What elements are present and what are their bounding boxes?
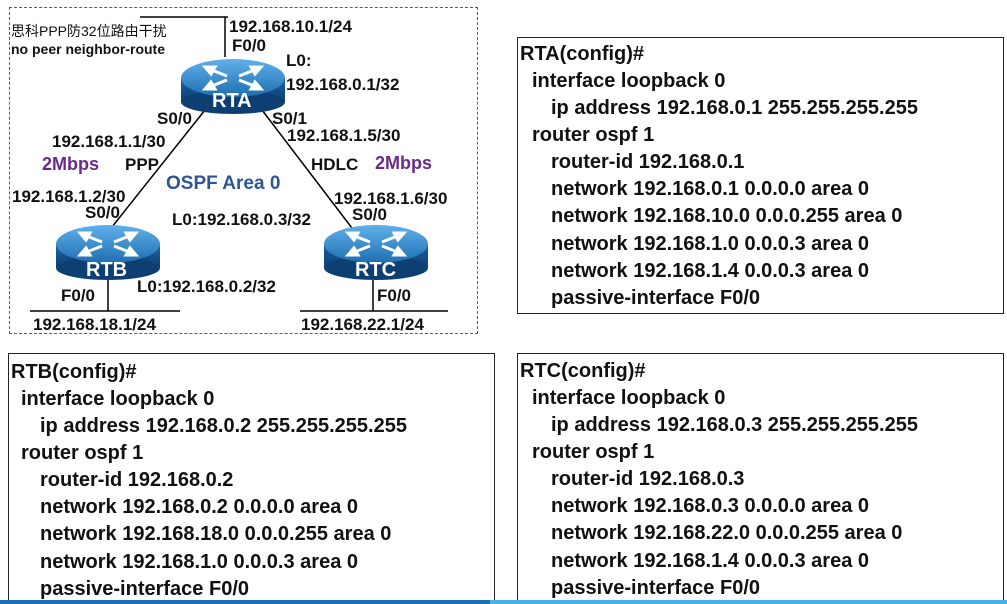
rta-cfg-line: RTA(config)# bbox=[520, 43, 645, 65]
rta-l0-ip: 192.168.0.1/32 bbox=[286, 75, 400, 94]
rta-cfg-line: network 192.168.1.0 0.0.0.3 area 0 bbox=[551, 233, 869, 255]
rtc-config-box: RTC(config)# interface loopback 0 ip add… bbox=[517, 353, 1004, 604]
rtc-cfg-line: network 192.168.0.3 0.0.0.0 area 0 bbox=[551, 495, 869, 517]
topology-frame bbox=[9, 7, 478, 334]
encap-left: PPP bbox=[125, 155, 160, 174]
rtb-cfg-line: network 192.168.1.0 0.0.0.3 area 0 bbox=[40, 551, 358, 573]
rtb-config-box: RTB(config)# interface loopback 0 ip add… bbox=[8, 353, 495, 604]
rtb-f0-ip: 192.168.18.1/24 bbox=[33, 315, 156, 334]
rta-cfg-line: passive-interface F0/0 bbox=[551, 287, 760, 309]
rta-cfg-line: router ospf 1 bbox=[532, 124, 655, 146]
rtb-s00-if: S0/0 bbox=[85, 203, 120, 222]
rtb-f0-if: F0/0 bbox=[61, 286, 96, 305]
encap-right: HDLC bbox=[311, 155, 359, 174]
link-rta-rtb bbox=[107, 109, 206, 233]
rtc-cfg-line: RTC(config)# bbox=[520, 360, 646, 382]
rtc-cfg-line: network 192.168.22.0 0.0.0.255 area 0 bbox=[551, 522, 903, 544]
rta-f0-if: F0/0 bbox=[232, 36, 267, 55]
rta-cfg-line: network 192.168.0.1 0.0.0.0 area 0 bbox=[551, 178, 869, 200]
rta-cfg-line: interface loopback 0 bbox=[532, 70, 726, 92]
rtb-cfg-line: network 192.168.0.2 0.0.0.0 area 0 bbox=[40, 496, 358, 518]
rta-s00-if: S0/0 bbox=[157, 109, 192, 128]
rta-cfg-line: router-id 192.168.0.1 bbox=[551, 151, 745, 173]
rtc-cfg-line: interface loopback 0 bbox=[532, 387, 726, 409]
rta-cfg-line: network 192.168.1.4 0.0.0.3 area 0 bbox=[551, 260, 869, 282]
rta-f0-ip: 192.168.10.1/24 bbox=[229, 17, 352, 36]
slide-bottom-bar bbox=[0, 600, 1007, 604]
rtc-cfg-line: passive-interface F0/0 bbox=[551, 577, 760, 599]
rtc-s00-ip: 192.168.1.6/30 bbox=[334, 189, 448, 208]
router-rtb-icon bbox=[56, 225, 160, 280]
rtc-f0-ip: 192.168.22.1/24 bbox=[301, 315, 424, 334]
rtb-cfg-line: ip address 192.168.0.2 255.255.255.255 bbox=[40, 415, 407, 437]
router-rtb-name: RTB bbox=[86, 259, 128, 281]
rtc-cfg-line: ip address 192.168.0.3 255.255.255.255 bbox=[551, 414, 918, 436]
router-rtc-icon bbox=[324, 225, 428, 280]
rtb-cfg-line: RTB(config)# bbox=[11, 361, 137, 383]
rtb-cfg-line: interface loopback 0 bbox=[21, 388, 215, 410]
rta-s01-if: S0/1 bbox=[272, 109, 307, 128]
rtb-cfg-line: network 192.168.18.0 0.0.0.255 area 0 bbox=[40, 523, 392, 545]
router-rta-icon bbox=[181, 59, 285, 114]
note-peer-neighbor: no peer neighbor-route bbox=[11, 41, 165, 57]
rtc-cfg-line: router ospf 1 bbox=[532, 441, 655, 463]
rta-cfg-line: network 192.168.10.0 0.0.0.255 area 0 bbox=[551, 205, 903, 227]
rta-s01-ip: 192.168.1.5/30 bbox=[287, 126, 401, 145]
rta-cfg-line: ip address 192.168.0.1 255.255.255.255 bbox=[551, 97, 918, 119]
rtc-cfg-line: network 192.168.1.4 0.0.0.3 area 0 bbox=[551, 550, 869, 572]
link-rta-rtc bbox=[261, 109, 356, 233]
rtc-l0: L0:192.168.0.3/32 bbox=[172, 210, 311, 229]
rtc-cfg-line: router-id 192.168.0.3 bbox=[551, 468, 745, 490]
rtb-cfg-line: router-id 192.168.0.2 bbox=[40, 469, 234, 491]
rate-right: 2Mbps bbox=[375, 153, 433, 173]
note-chinese: 思科PPP防32位路由干扰 bbox=[11, 23, 167, 39]
rtc-s00-if: S0/0 bbox=[352, 205, 387, 224]
rta-config-box: RTA(config)# interface loopback 0 ip add… bbox=[517, 37, 1004, 314]
rta-s00-ip: 192.168.1.1/30 bbox=[52, 132, 166, 151]
rtb-cfg-line: router ospf 1 bbox=[21, 442, 144, 464]
rtb-cfg-line: passive-interface F0/0 bbox=[40, 578, 249, 600]
router-rtc-name: RTC bbox=[355, 259, 397, 281]
rta-l0-if: L0: bbox=[286, 51, 312, 70]
rate-left: 2Mbps bbox=[42, 154, 100, 174]
rtb-s00-ip: 192.168.1.2/30 bbox=[12, 187, 126, 206]
ospf-area-label: OSPF Area 0 bbox=[166, 173, 281, 194]
rtc-f0-if: F0/0 bbox=[377, 286, 412, 305]
router-rta-name: RTA bbox=[212, 90, 252, 112]
rtb-l0: L0:192.168.0.2/32 bbox=[137, 277, 276, 296]
